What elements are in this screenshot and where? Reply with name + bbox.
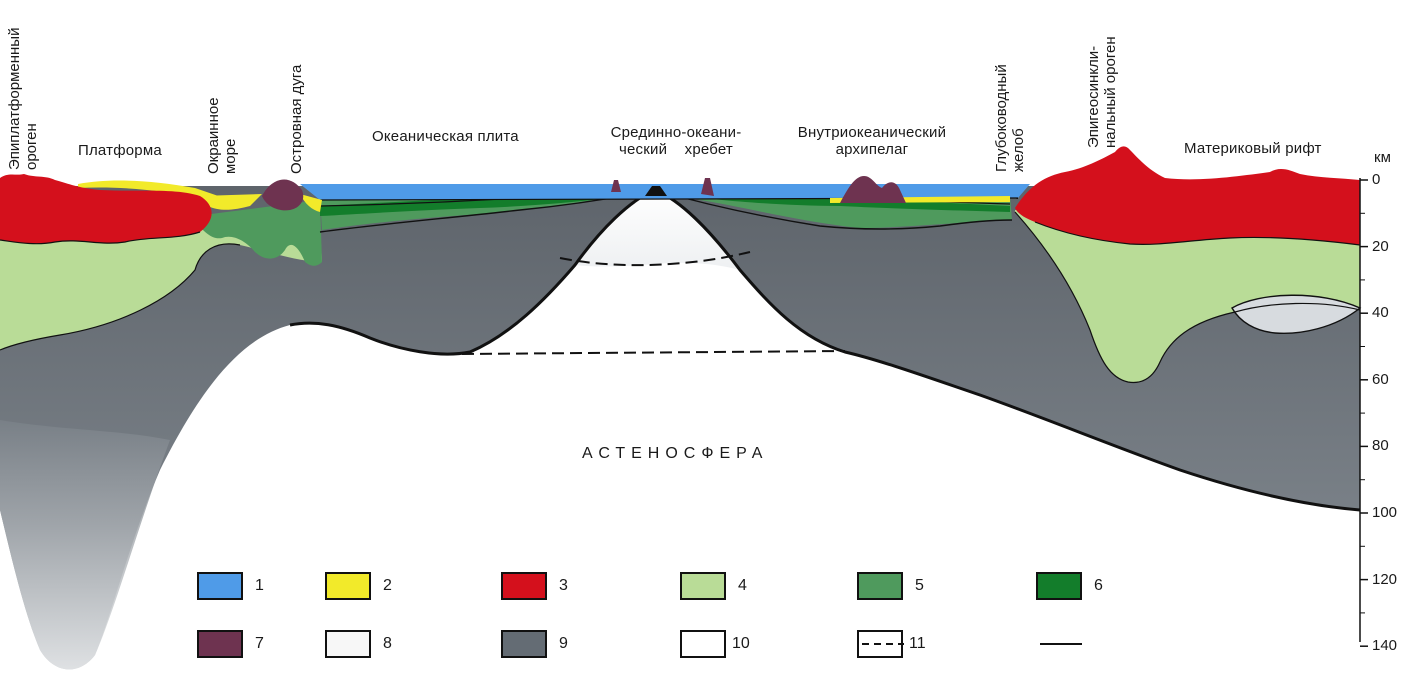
upper-crust-right <box>1015 146 1360 245</box>
archipelago-volcano <box>840 176 906 203</box>
legend-number-2: 2 <box>383 577 392 595</box>
legend-swatch-8 <box>325 630 371 658</box>
depth-axis-ticks <box>1360 180 1368 646</box>
legend-swatch-9 <box>501 630 547 658</box>
legend-number-6: 6 <box>1094 577 1103 595</box>
depth-tick-label: 140 <box>1372 638 1397 654</box>
label-oceanic-plate: Океаническая плита <box>372 128 519 145</box>
legend-swatch-1 <box>197 572 243 600</box>
ridge-seamount-left <box>611 180 621 192</box>
label-continental-rift: Материковый рифт <box>1184 140 1322 157</box>
depth-tick-label: 60 <box>1372 372 1389 388</box>
legend-number-4: 4 <box>738 577 747 595</box>
depth-tick-label: 100 <box>1372 505 1397 521</box>
legend-number-1: 1 <box>255 577 264 595</box>
legend-number-11: 11 <box>909 635 926 653</box>
legend-number-9: 9 <box>559 635 568 653</box>
label-epiplatform-orogen: Эпиплатформенный ороген <box>6 28 40 170</box>
label-epigeosynclinal-orogen: Эпигеосинкли- нальный ороген <box>1085 36 1119 148</box>
legend-swatch-5 <box>857 572 903 600</box>
legend-swatch-4 <box>680 572 726 600</box>
legend-swatch-6 <box>1036 572 1082 600</box>
label-island-arc: Островная дуга <box>288 65 305 174</box>
depth-axis-unit: км <box>1374 150 1391 166</box>
legend-line-box-10 <box>680 630 726 658</box>
label-intraoceanic-archipelago: Внутриокеанический архипелаг <box>786 124 958 158</box>
legend-swatch-3 <box>501 572 547 600</box>
label-platform: Платформа <box>78 142 162 159</box>
lithosphere-root <box>0 420 170 669</box>
label-mid-ocean-ridge: Срединно-океани- ческий хребет <box>596 124 756 158</box>
depth-tick-label: 120 <box>1372 572 1397 588</box>
legend-line-box-11 <box>857 630 903 658</box>
label-deep-trench: Глубоководный желоб <box>993 64 1027 172</box>
label-marginal-sea: Окраинное море <box>205 97 239 174</box>
legend-swatch-2 <box>325 572 371 600</box>
label-asthenosphere: АСТЕНОСФЕРА <box>582 445 768 462</box>
legend-number-7: 7 <box>255 635 264 653</box>
depth-tick-label: 40 <box>1372 305 1389 321</box>
legend-number-5: 5 <box>915 577 924 595</box>
legend-number-3: 3 <box>559 577 568 595</box>
depth-tick-label: 20 <box>1372 239 1389 255</box>
legend-swatch-7 <box>197 630 243 658</box>
depth-tick-label: 0 <box>1372 172 1380 188</box>
dashed-boundary-plate-base <box>462 351 845 354</box>
legend-number-8: 8 <box>383 635 392 653</box>
legend-number-10: 10 <box>732 635 750 653</box>
depth-tick-label: 80 <box>1372 438 1389 454</box>
